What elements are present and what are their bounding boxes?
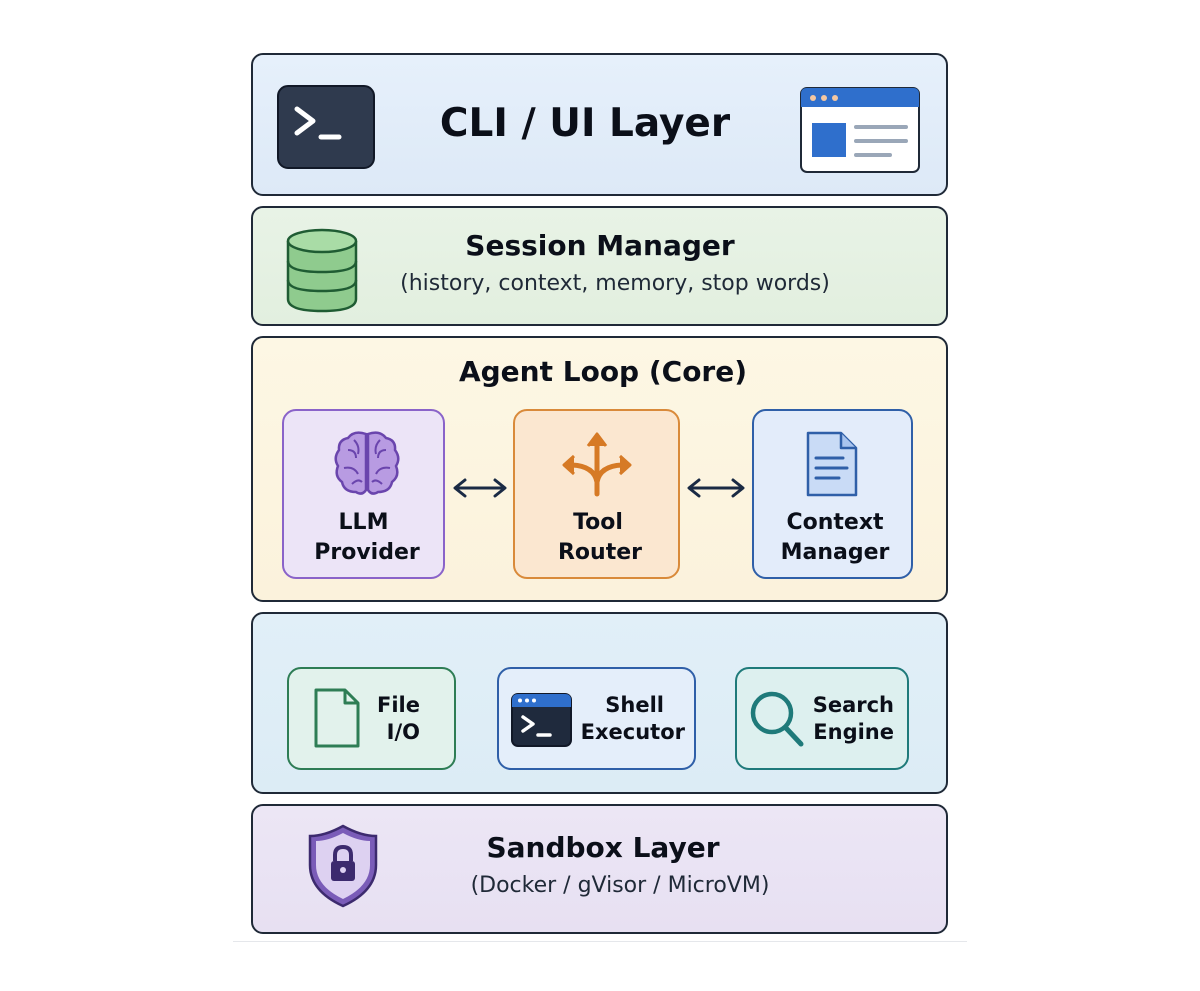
brain-icon bbox=[334, 431, 400, 495]
file-icon bbox=[314, 688, 360, 748]
llm-provider-label-1: LLM bbox=[338, 510, 389, 535]
sandbox-layer-title: Sandbox Layer bbox=[486, 831, 720, 864]
cli-layer-title: CLI / UI Layer bbox=[439, 101, 731, 146]
bidirectional-arrow-icon bbox=[453, 478, 507, 498]
file-io-label-2: I/O bbox=[386, 720, 420, 744]
tool-router-label-1: Tool bbox=[573, 510, 623, 535]
context-manager-label-2: Manager bbox=[780, 540, 890, 565]
router-split-arrows-icon bbox=[562, 432, 632, 497]
session-manager-layer bbox=[251, 206, 948, 326]
shell-executor-label-2: Executor bbox=[580, 720, 685, 744]
search-engine-label-1: Search bbox=[812, 693, 894, 717]
sandbox-layer-subtitle: (Docker / gVisor / MicroVM) bbox=[470, 873, 770, 898]
browser-window-icon bbox=[800, 87, 920, 173]
shell-terminal-icon bbox=[511, 693, 572, 747]
search-engine-card bbox=[735, 667, 909, 770]
shield-lock-icon bbox=[308, 824, 378, 908]
context-manager-label-1: Context bbox=[786, 510, 884, 535]
document-icon bbox=[806, 431, 858, 497]
tool-router-label-2: Router bbox=[557, 540, 642, 565]
llm-provider-label-2: Provider bbox=[314, 540, 420, 565]
agent-loop-title: Agent Loop (Core) bbox=[458, 355, 748, 388]
session-manager-subtitle: (history, context, memory, stop words) bbox=[400, 271, 830, 296]
session-manager-title: Session Manager bbox=[465, 229, 735, 262]
shell-executor-label-1: Shell bbox=[605, 693, 664, 717]
bidirectional-arrow-icon bbox=[687, 478, 745, 498]
search-magnifier-icon bbox=[750, 691, 804, 747]
database-icon bbox=[286, 228, 358, 313]
file-io-label-1: File bbox=[377, 693, 420, 717]
search-engine-label-2: Engine bbox=[813, 720, 894, 744]
terminal-icon bbox=[277, 85, 375, 169]
